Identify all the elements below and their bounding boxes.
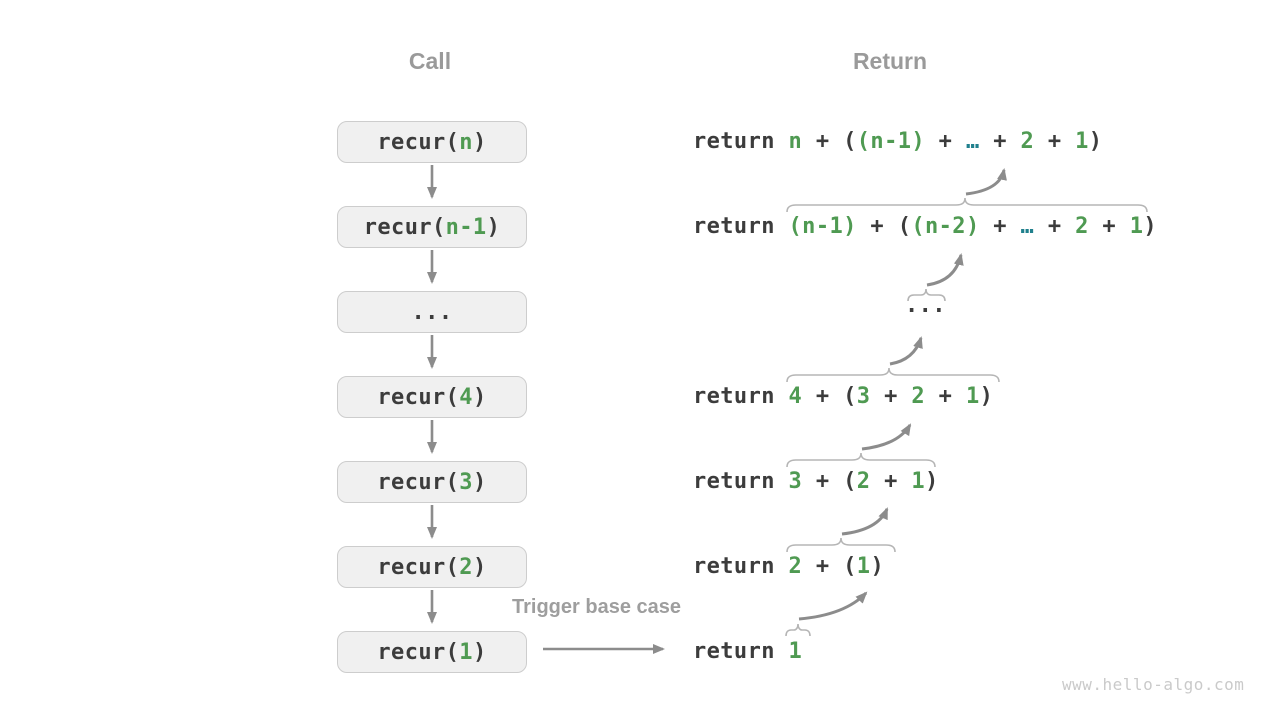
- code-segment: + (: [802, 129, 857, 154]
- code-segment: +: [925, 384, 966, 409]
- code-segment: 1: [459, 639, 473, 665]
- code-segment: recur(: [377, 469, 460, 495]
- code-segment: 1: [788, 639, 803, 664]
- code-segment: +: [1034, 214, 1076, 239]
- code-segment: 3: [856, 384, 871, 409]
- brace-return-n-1: [786, 197, 1148, 213]
- code-segment: 2: [856, 469, 871, 494]
- pass-up-arrow-4-icon: [861, 423, 912, 451]
- code-segment: (n-1): [788, 214, 857, 239]
- code-segment: 1: [965, 384, 980, 409]
- code-segment: 1: [856, 554, 871, 579]
- code-segment: ): [870, 554, 885, 579]
- code-segment: return: [693, 384, 789, 409]
- code-segment: 2: [1075, 214, 1089, 239]
- pass-up-arrow-2-icon: [926, 253, 964, 287]
- code-segment: n: [788, 129, 803, 154]
- code-segment: recur(: [363, 214, 446, 240]
- call-box-recur-n: recur(n): [337, 121, 527, 163]
- code-segment: +: [979, 214, 1021, 239]
- brace-return-4: [786, 367, 1000, 383]
- brace-return-1: [785, 623, 811, 637]
- code-segment: recur(: [377, 639, 460, 665]
- pass-up-arrow-3-icon: [889, 336, 923, 366]
- return-line-4: return 4 + (3 + 2 + 1): [693, 382, 993, 412]
- code-segment: ): [472, 554, 487, 580]
- code-segment: return: [693, 554, 789, 579]
- code-segment: ): [1088, 129, 1103, 154]
- call-box-ellipsis: ...: [337, 291, 527, 333]
- code-segment: return: [693, 129, 789, 154]
- code-segment: +: [870, 469, 912, 494]
- call-box-recur-1: recur(1): [337, 631, 527, 673]
- code-segment: ): [979, 384, 994, 409]
- return-column-header: Return: [852, 48, 928, 74]
- code-segment: 2: [911, 384, 926, 409]
- code-segment: +: [870, 384, 912, 409]
- code-segment: ): [472, 639, 487, 665]
- call-column-header: Call: [408, 48, 452, 74]
- code-segment: ): [472, 384, 487, 410]
- code-segment: + (: [802, 469, 857, 494]
- code-segment: +: [1088, 214, 1130, 239]
- code-segment: recur(: [377, 554, 460, 580]
- code-segment: 1: [1075, 129, 1089, 154]
- code-segment: 2: [788, 554, 803, 579]
- code-segment: 4: [459, 384, 473, 410]
- return-line-3: return 3 + (2 + 1): [693, 467, 939, 497]
- code-segment: ...: [905, 293, 946, 318]
- return-line-2: return 2 + (1): [693, 552, 884, 582]
- code-segment: +: [925, 129, 966, 154]
- code-segment: recur(: [377, 384, 460, 410]
- code-segment: + (: [802, 384, 857, 409]
- brace-return-3: [786, 452, 936, 468]
- code-segment: 1: [1129, 214, 1144, 239]
- brace-return-2: [786, 537, 896, 553]
- return-line-n: return n + ((n-1) + … + 2 + 1): [693, 127, 1102, 157]
- call-box-recur-2: recur(2): [337, 546, 527, 588]
- code-segment: (n-2): [911, 214, 980, 239]
- code-segment: +: [1034, 129, 1076, 154]
- trigger-base-case-label: Trigger base case: [512, 596, 681, 618]
- code-segment: 1: [911, 469, 926, 494]
- code-segment: ): [925, 469, 939, 494]
- code-segment: …: [1020, 214, 1035, 239]
- code-segment: 4: [788, 384, 803, 409]
- pass-up-arrow-1-icon: [965, 168, 1007, 196]
- call-box-recur-4: recur(4): [337, 376, 527, 418]
- code-segment: ): [472, 469, 487, 495]
- code-segment: return: [693, 639, 789, 664]
- call-box-recur-3: recur(3): [337, 461, 527, 503]
- code-segment: …: [965, 129, 980, 154]
- call-box-recur-n-1: recur(n-1): [337, 206, 527, 248]
- code-segment: n: [459, 129, 473, 155]
- code-segment: return: [693, 214, 789, 239]
- code-segment: 2: [459, 554, 473, 580]
- code-segment: ): [1143, 214, 1158, 239]
- pass-up-arrow-6-icon: [798, 591, 868, 621]
- code-segment: ): [472, 129, 487, 155]
- code-segment: + (: [856, 214, 912, 239]
- code-segment: +: [979, 129, 1021, 154]
- return-line-1: return 1: [693, 637, 802, 667]
- code-segment: 3: [788, 469, 803, 494]
- watermark-url: www.hello-algo.com: [1062, 675, 1245, 694]
- return-line-n-1: return (n-1) + ((n-2) + … + 2 + 1): [693, 212, 1157, 242]
- code-segment: recur(: [377, 129, 460, 155]
- return-line-ellipsis: ...: [905, 291, 946, 321]
- code-segment: n-1: [445, 214, 487, 240]
- code-segment: (n-1): [856, 129, 926, 154]
- code-segment: + (: [802, 554, 857, 579]
- code-segment: return: [693, 469, 789, 494]
- code-segment: ): [486, 214, 501, 240]
- code-segment: 3: [459, 469, 473, 495]
- pass-up-arrow-5-icon: [841, 507, 889, 536]
- code-segment: 2: [1020, 129, 1035, 154]
- code-segment: ...: [411, 299, 453, 325]
